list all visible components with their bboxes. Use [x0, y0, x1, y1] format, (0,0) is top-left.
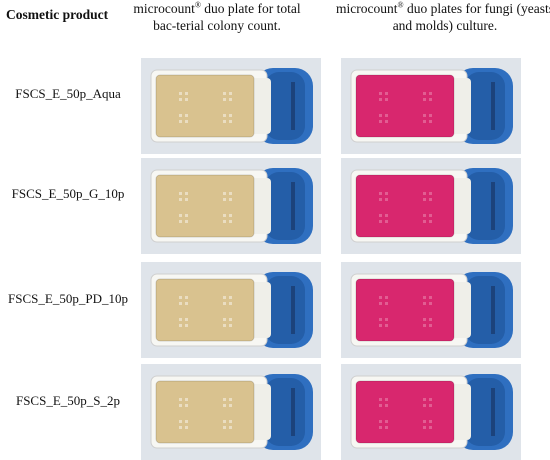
- column-header-bacteria: microcount® duo plate for total bac-teri…: [122, 0, 312, 34]
- fungi-plate-photo: [341, 58, 521, 154]
- bacteria-plate-photo: [141, 58, 321, 154]
- bacteria-brand: microcount: [133, 1, 195, 16]
- product-label: FSCS_E_50p_S_2p: [15, 393, 121, 408]
- fungi-brand: microcount: [336, 1, 398, 16]
- fungi-plate-photo: [341, 158, 521, 254]
- bacteria-header-text: duo plate for total bac-terial colony co…: [153, 1, 301, 33]
- column-header-product: Cosmetic product: [6, 7, 109, 22]
- fungi-plate-photo: [341, 262, 521, 358]
- bacteria-plate-photo: [141, 364, 321, 460]
- fungi-header-text: duo plates for fungi (yeasts and molds) …: [392, 1, 550, 33]
- column-header-fungi: microcount® duo plates for fungi (yeasts…: [334, 0, 550, 34]
- registered-mark: ®: [397, 0, 404, 10]
- bacteria-plate-photo: [141, 262, 321, 358]
- registered-mark: ®: [194, 0, 201, 10]
- bacteria-plate-photo: [141, 158, 321, 254]
- product-label: FSCS_E_50p_G_10p: [11, 186, 125, 201]
- product-label: FSCS_E_50p_Aqua: [15, 86, 121, 101]
- product-label: FSCS_E_50p_PD_10p: [8, 291, 128, 306]
- fungi-plate-photo: [341, 364, 521, 460]
